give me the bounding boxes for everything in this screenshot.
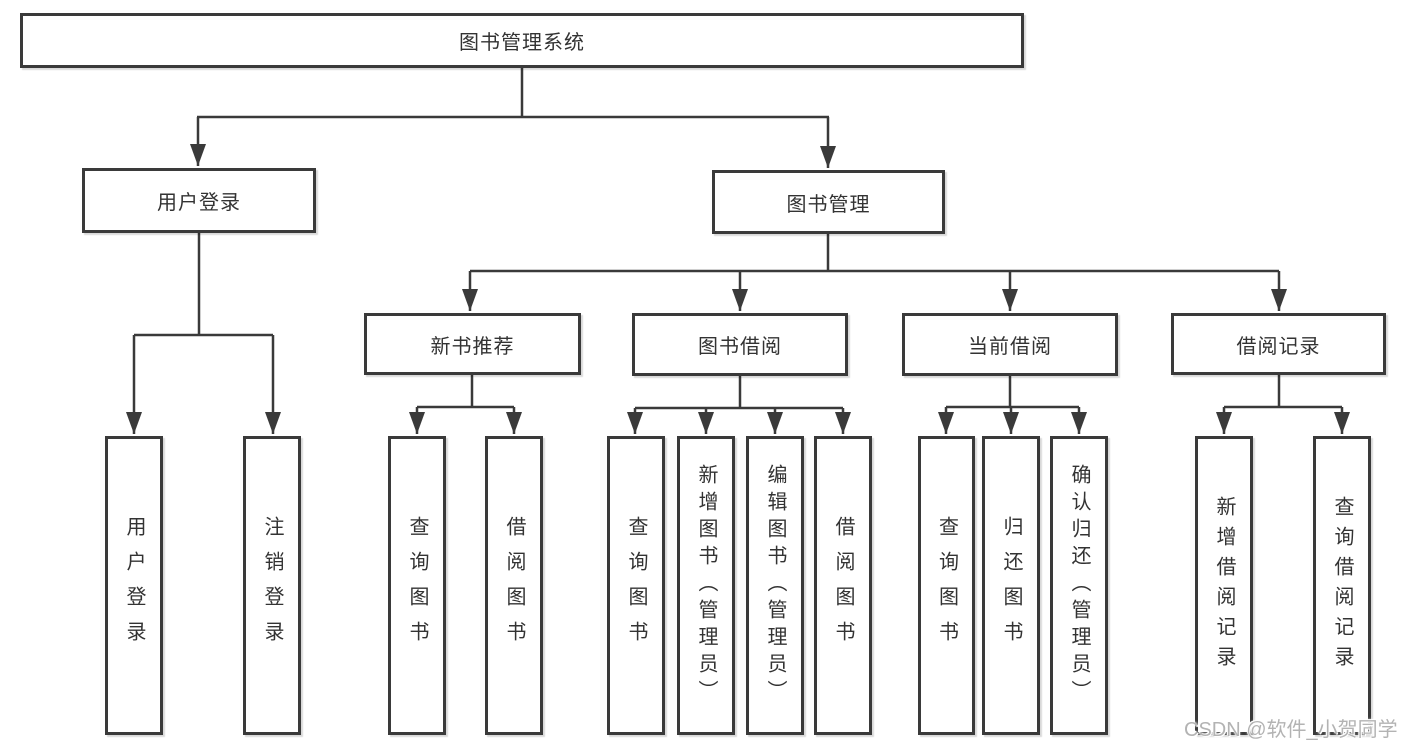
leaf-confirm-return-label: 确认归还（管理员） xyxy=(1068,464,1090,707)
node-book-borrow: 图书借阅 xyxy=(632,313,848,376)
connectors-user-login xyxy=(126,233,281,434)
node-new-book-recommend-label: 新书推荐 xyxy=(430,335,515,358)
node-root-label: 图书管理系统 xyxy=(459,32,585,54)
node-user-login-label: 用户登录 xyxy=(157,192,241,214)
node-user-login: 用户登录 xyxy=(82,168,316,233)
connectors-book-management xyxy=(462,234,1287,311)
leaf-query-borrow-record: 查询借阅记录 xyxy=(1313,436,1371,735)
leaf-query-book-3-label: 查询图书 xyxy=(935,515,958,656)
leaf-borrow-book-2-label: 借阅图书 xyxy=(832,515,854,656)
connectors-book-borrow xyxy=(627,376,851,434)
leaf-logout: 注销登录 xyxy=(243,436,301,735)
leaf-query-book-2-label: 查询图书 xyxy=(625,515,647,656)
leaf-query-book-1-label: 查询图书 xyxy=(406,515,428,656)
leaf-query-borrow-record-label: 查询借阅记录 xyxy=(1331,495,1353,676)
leaf-edit-book-label: 编辑图书（管理员） xyxy=(764,464,786,707)
leaf-query-book-3: 查询图书 xyxy=(918,436,975,735)
leaf-edit-book: 编辑图书（管理员） xyxy=(746,436,804,735)
node-current-borrow-label: 当前借阅 xyxy=(968,336,1052,358)
watermark: CSDN @软件_小贺同学 xyxy=(1184,719,1398,741)
node-new-book-recommend: 新书推荐 xyxy=(364,313,581,375)
leaf-add-borrow-record-label: 新增借阅记录 xyxy=(1213,495,1235,676)
leaf-logout-label: 注销登录 xyxy=(261,515,283,656)
node-current-borrow: 当前借阅 xyxy=(902,313,1118,376)
node-book-management: 图书管理 xyxy=(712,170,945,234)
leaf-query-book-2: 查询图书 xyxy=(607,436,665,735)
node-book-management-label: 图书管理 xyxy=(786,193,871,216)
leaf-add-borrow-record: 新增借阅记录 xyxy=(1195,436,1253,735)
leaf-borrow-book-1: 借阅图书 xyxy=(485,436,543,735)
leaf-return-book: 归还图书 xyxy=(982,436,1040,735)
node-root: 图书管理系统 xyxy=(20,13,1024,68)
connectors-root xyxy=(190,68,836,168)
connectors-new-book-recommend xyxy=(409,375,522,434)
connectors-current-borrow xyxy=(938,376,1087,434)
leaf-user-login-label: 用户登录 xyxy=(123,515,145,656)
node-borrow-records-label: 借阅记录 xyxy=(1236,335,1321,358)
leaf-confirm-return: 确认归还（管理员） xyxy=(1050,436,1108,735)
leaf-borrow-book-1-label: 借阅图书 xyxy=(503,515,525,656)
node-book-borrow-label: 图书借阅 xyxy=(698,336,782,358)
leaf-return-book-label: 归还图书 xyxy=(1000,515,1022,656)
leaf-user-login: 用户登录 xyxy=(105,436,163,735)
leaf-add-book: 新增图书（管理员） xyxy=(677,436,735,735)
leaf-query-book-1: 查询图书 xyxy=(388,436,446,735)
leaf-add-book-label: 新增图书（管理员） xyxy=(695,464,717,707)
leaf-borrow-book-2: 借阅图书 xyxy=(814,436,872,735)
connectors-borrow-records xyxy=(1216,375,1350,434)
node-borrow-records: 借阅记录 xyxy=(1171,313,1386,375)
